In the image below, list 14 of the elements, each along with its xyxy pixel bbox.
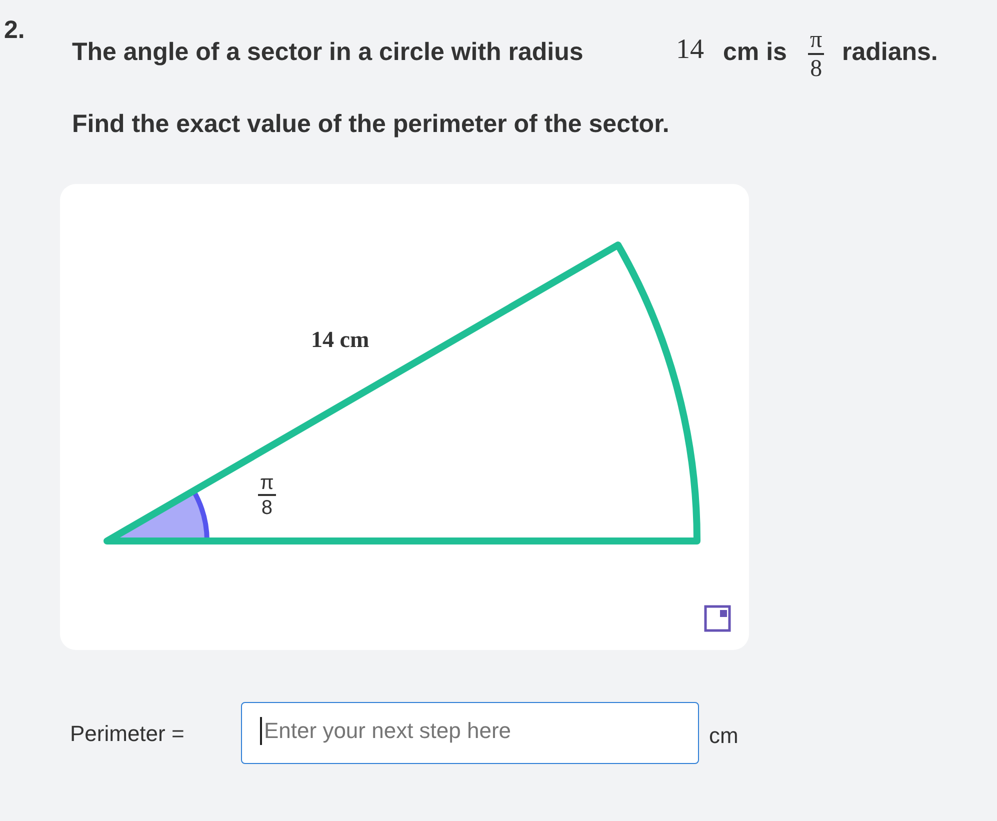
fraction-denominator: 8	[810, 55, 822, 81]
question-text: cm is	[723, 38, 787, 67]
unit-label: cm	[709, 723, 738, 749]
fraction-numerator: π	[808, 28, 824, 55]
question-text: radians.	[842, 38, 938, 67]
question-text: The angle of a sector in a circle with radius	[72, 38, 584, 67]
question-number: 2.	[4, 16, 25, 45]
input-field: Enter your next step here	[241, 702, 699, 764]
side-label: 14 cm	[311, 327, 370, 353]
field-label: Perimeter =	[70, 721, 184, 747]
fraction-denominator: 8	[261, 496, 272, 518]
question-text: Find the exact value of the perimeter of the sector.	[72, 110, 670, 139]
fraction-numerator: π	[258, 473, 276, 496]
number-text: 14	[676, 34, 704, 66]
